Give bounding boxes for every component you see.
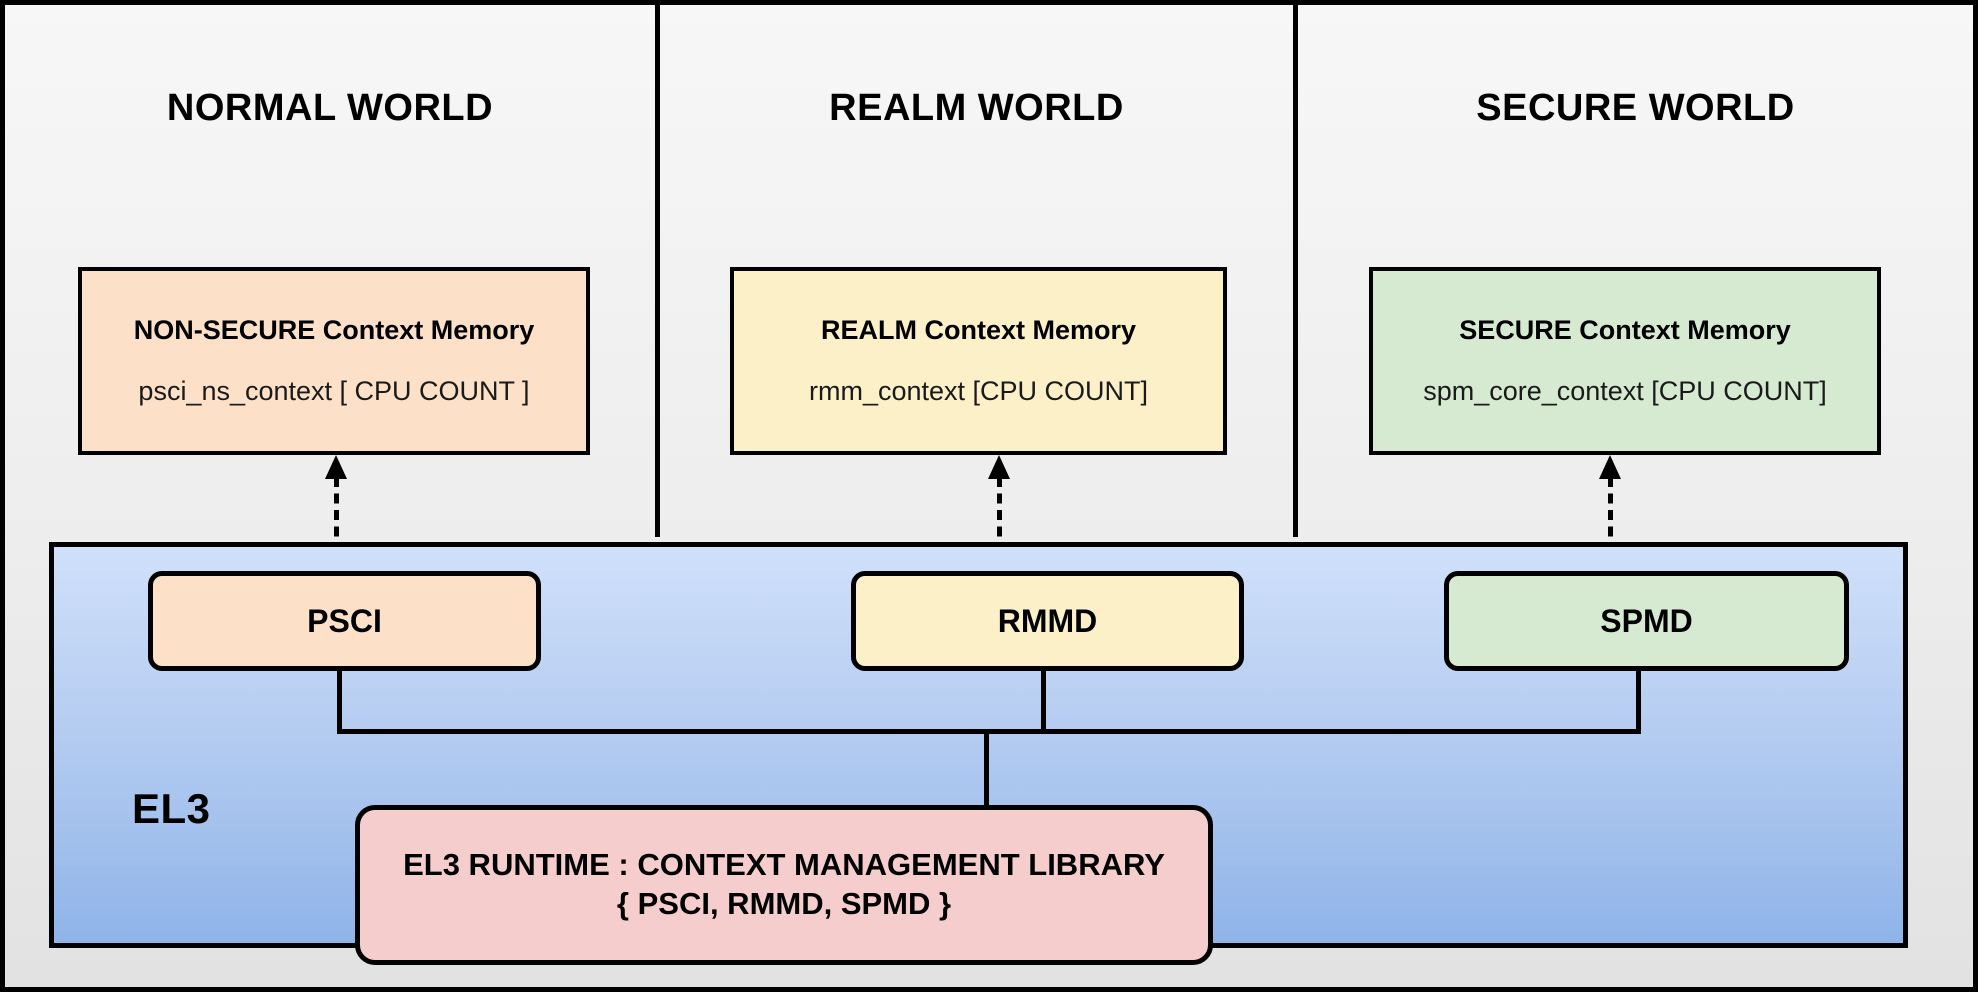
context-memory-box-non-secure: NON-SECURE Context Memory psci_ns_contex… [78,267,590,455]
el3-runtime-library-title: EL3 RUNTIME : CONTEXT MANAGEMENT LIBRARY [403,847,1165,883]
arrow-stem [334,477,339,553]
context-memory-title-non-secure: NON-SECURE Context Memory [133,315,535,345]
context-memory-title-secure: SECURE Context Memory [1459,315,1791,345]
dispatcher-box-psci: PSCI [148,571,541,671]
arrow-head-up-icon [325,455,347,479]
el3-runtime-library-box: EL3 RUNTIME : CONTEXT MANAGEMENT LIBRARY… [355,805,1213,965]
world-column-realm: REALM WORLD [660,5,1298,537]
context-memory-box-secure: SECURE Context Memory spm_core_context [… [1369,267,1881,455]
el3-label: EL3 [132,785,211,832]
el3-container: EL3 PSCI RMMD SPMD EL3 RUNTIME : CONTEXT… [49,542,1908,965]
el3-runtime-library-members: { PSCI, RMMD, SPMD } [616,886,952,921]
dispatcher-box-rmmd: RMMD [851,571,1244,671]
connector-drop-runtime [984,729,989,807]
connector-horizontal-bus [337,729,1641,734]
connector-drop-psci [337,671,342,732]
context-memory-title-realm: REALM Context Memory [820,315,1137,345]
worlds-band: NORMAL WORLD REALM WORLD SECURE WORLD [5,5,1973,537]
arrow-head-up-icon [1599,455,1621,479]
world-title-realm: REALM WORLD [829,87,1124,129]
context-memory-box-realm: REALM Context Memory rmm_context [CPU CO… [730,267,1227,455]
dispatcher-box-spmd: SPMD [1444,571,1849,671]
arrow-stem [997,477,1002,553]
world-column-secure: SECURE WORLD [1298,5,1973,537]
world-column-normal: NORMAL WORLD [5,5,660,537]
arrow-stem [1608,477,1613,553]
world-title-secure: SECURE WORLD [1476,87,1795,129]
connector-drop-rmmd [1041,671,1046,732]
arrow-head-up-icon [988,455,1010,479]
context-memory-subtitle-non-secure: psci_ns_context [ CPU COUNT ] [138,376,530,406]
context-memory-subtitle-secure: spm_core_context [CPU COUNT] [1423,376,1827,406]
context-memory-subtitle-realm: rmm_context [CPU COUNT] [808,376,1149,406]
world-title-normal: NORMAL WORLD [166,87,494,129]
connector-drop-spmd [1636,671,1641,732]
